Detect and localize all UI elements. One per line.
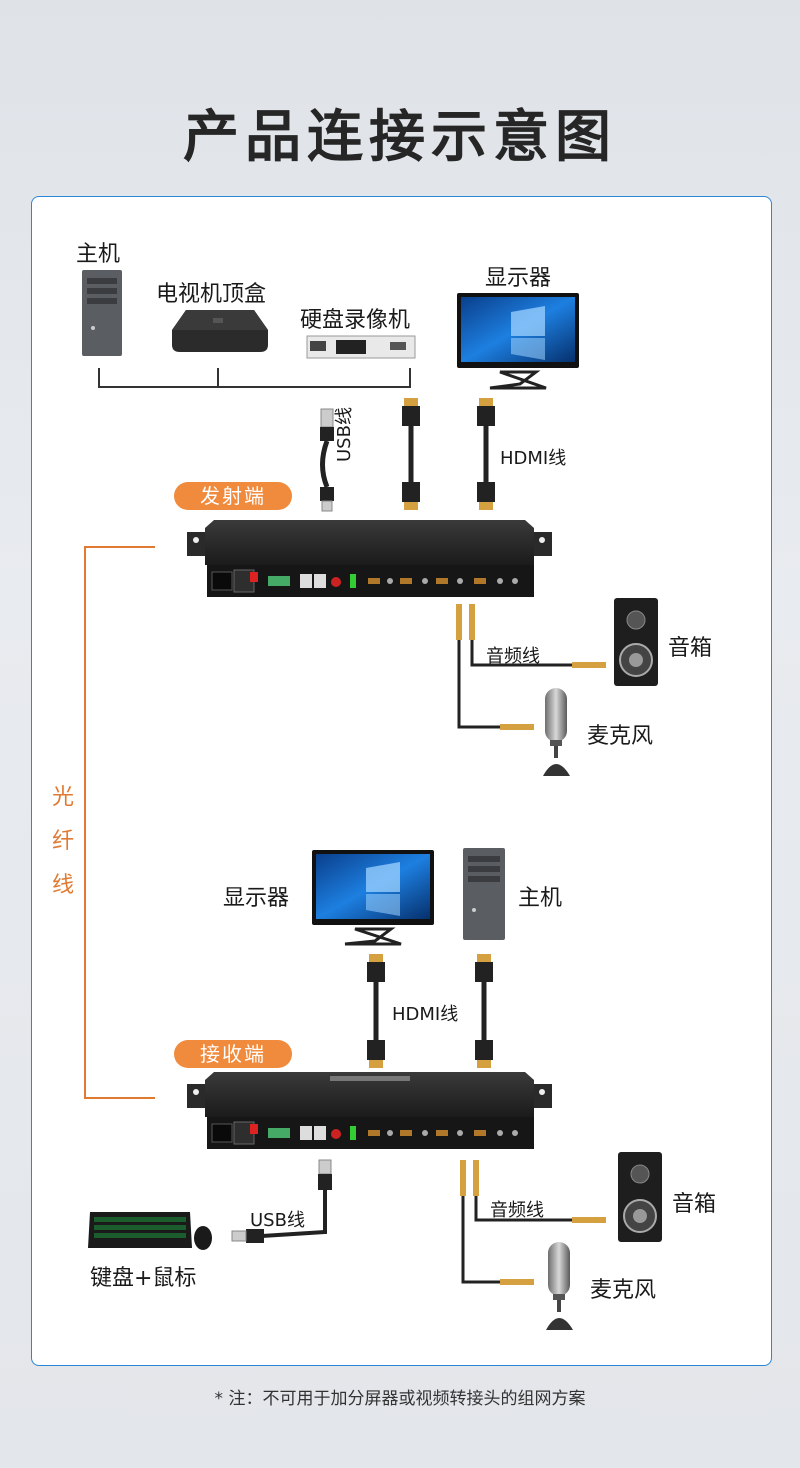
fiber-label: 光纤线 xyxy=(51,785,74,898)
receiver-hdmi-cable-label: HDMI线 xyxy=(392,1004,459,1025)
footnote: * 注：不可用于加分屏器或视频转接头的组网方案 xyxy=(214,1389,586,1409)
transmitter-device xyxy=(187,520,552,597)
fiber-bracket xyxy=(84,546,155,1099)
receiver-device xyxy=(187,1072,552,1149)
microphone-label: 麦克风 xyxy=(587,724,654,749)
speaker-icon xyxy=(618,1152,662,1242)
hdmi-cable-icon xyxy=(367,954,385,1068)
set-top-box-icon xyxy=(172,310,268,352)
monitor-icon xyxy=(457,293,579,390)
keyboard-mouse-label: 键盘+鼠标 xyxy=(90,1266,197,1291)
host-label: 主机 xyxy=(76,242,121,267)
receiver-speaker-label: 音箱 xyxy=(672,1192,717,1217)
audio-cable-label: 音频线 xyxy=(486,646,540,667)
dvr-icon xyxy=(306,335,416,359)
host-tower-icon xyxy=(82,270,122,356)
audio-cable-icon xyxy=(461,1196,572,1284)
transmitter-badge: 发射端 xyxy=(174,482,292,510)
hdmi-cable-label: HDMI线 xyxy=(500,448,567,469)
hdmi-cable-icon xyxy=(477,398,495,510)
speaker-label: 音箱 xyxy=(668,636,713,661)
sources-bracket xyxy=(98,368,411,388)
receiver-audio-cable-label: 音频线 xyxy=(490,1200,544,1221)
audio-jack-icon xyxy=(456,604,606,730)
audio-cable-icon xyxy=(457,640,572,729)
monitor-icon xyxy=(312,850,434,946)
usb-cable-label: USB线 xyxy=(334,407,355,462)
receiver-monitor-label: 显示器 xyxy=(223,886,290,911)
mouse-icon xyxy=(194,1226,212,1250)
speaker-icon xyxy=(614,598,658,686)
receiver-microphone-label: 麦克风 xyxy=(590,1278,657,1303)
monitor-label: 显示器 xyxy=(485,266,552,291)
usb-cable-icon xyxy=(231,1159,332,1243)
dvr-label: 硬盘录像机 xyxy=(300,308,411,333)
receiver-host-label: 主机 xyxy=(518,886,563,911)
host-tower-icon xyxy=(463,848,505,940)
audio-jack-icon xyxy=(460,1160,606,1285)
keyboard-icon xyxy=(88,1212,192,1248)
microphone-icon xyxy=(546,1242,573,1330)
set-top-box-label: 电视机顶盒 xyxy=(156,282,267,307)
receiver-usb-cable-label: USB线 xyxy=(250,1210,305,1231)
receiver-badge: 接收端 xyxy=(174,1040,292,1068)
hdmi-cable-icon xyxy=(402,398,420,510)
page-title: 产品连接示意图 xyxy=(183,105,617,170)
microphone-icon xyxy=(543,688,570,776)
hdmi-cable-icon xyxy=(475,954,493,1068)
usb-cable-icon xyxy=(320,408,334,512)
